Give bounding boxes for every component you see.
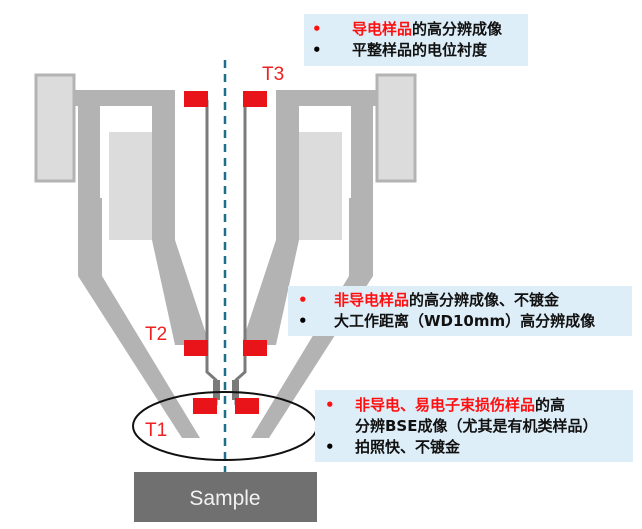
t1-detector-right [235,398,259,414]
note-text: 平整样品的电位衬度 [352,41,488,59]
t3-note-line-1: 导电样品的高分辨成像 [352,20,502,38]
left-inner-coil [109,132,152,240]
note-text: 的高 [535,396,566,414]
right-lens-assembly [243,73,417,438]
highlight-text: 导电样品 [352,20,413,38]
t2-detector-right [243,340,267,356]
note-text: 的高分辨成像 [412,20,503,38]
t2-note-box: • 非导电样品的高分辨成像、不镀金 • 大工作距离（WD10mm）高分辨成像 [288,286,632,336]
t3-detector-right [243,91,267,107]
right-pole-piece-inner [243,106,299,345]
highlight-text: 非导电、易电子束损伤样品 [355,396,536,414]
right-inner-coil [299,132,342,240]
liner-right-thick [232,380,239,400]
t3-note-line-2: 平整样品的电位衬度 [352,41,487,59]
sample-label: Sample [189,487,260,510]
t1-note-line-1-continuation: 分辨BSE成像（尤其是有机类样品） [355,417,598,435]
liner-right [234,100,247,405]
left-lens-assembly [34,73,208,438]
left-pole-piece-inner [152,106,208,345]
t1-label: T1 [145,420,167,441]
t2-note-line-2: 大工作距离（WD10mm）高分辨成像 [334,312,595,330]
t1-note-line-1: 非导电、易电子束损伤样品的高 [355,396,565,414]
liner-left-thick [213,380,220,400]
liner-left [205,100,218,405]
sample-block [134,472,317,522]
note-text: 的高分辨成像、不镀金 [409,291,560,309]
bullet: • [325,438,335,456]
note-text: 大工作距离（WD10mm）高分辨成像 [334,312,596,330]
bullet: • [312,41,322,59]
bullet: • [312,20,322,38]
bullet: • [325,396,335,414]
liner-thick [213,380,239,400]
right-outer-coil [375,73,417,183]
t1-detector-left [193,398,217,414]
bullet: • [298,291,308,309]
highlight-text: 非导电样品 [334,291,410,309]
note-text: 分辨BSE成像（尤其是有机类样品） [355,417,598,435]
t3-note-box: • 导电样品的高分辨成像 • 平整样品的电位衬度 [304,14,528,66]
t2-detector-left [184,340,208,356]
note-text: 拍照快、不镀金 [355,438,461,456]
bullet: • [298,312,308,330]
t2-note-line-1: 非导电样品的高分辨成像、不镀金 [334,291,559,309]
t3-label: T3 [262,64,284,85]
t2-label: T2 [145,324,167,345]
t1-note-box: • 非导电、易电子束损伤样品的高 分辨BSE成像（尤其是有机类样品） • 拍照快… [315,390,633,462]
detectors [184,91,267,414]
left-pole-piece-outer [74,90,200,438]
t1-note-line-2: 拍照快、不镀金 [355,438,460,456]
left-outer-coil [34,73,76,183]
right-pole-piece-outer [251,90,377,438]
t3-detector-left [184,91,208,107]
